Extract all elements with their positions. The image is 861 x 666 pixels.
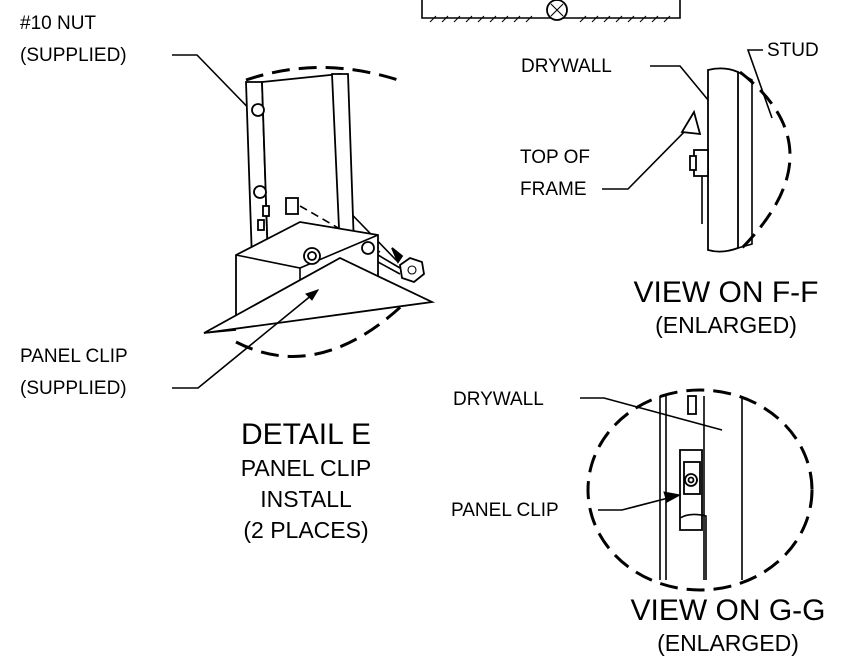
view-ff-subtitle: (ENLARGED) <box>655 312 797 338</box>
top-partial-view <box>421 0 681 23</box>
view-gg-drywall-label: DRYWALL <box>453 389 544 410</box>
view-gg-subtitle: (ENLARGED) <box>657 630 799 656</box>
bracket <box>245 73 381 262</box>
nut-icon <box>377 254 425 284</box>
view-ff-stud-label: STUD <box>767 40 819 61</box>
view-ff-drywall-label: DRYWALL <box>521 56 612 77</box>
view-gg-title: VIEW ON G-G <box>631 594 826 627</box>
nut-callout-line2: (SUPPLIED) <box>20 45 127 66</box>
view-gg: DRYWALL PANEL CLIP VIEW ON G-G (ENLARGED… <box>451 388 826 656</box>
view-gg-panel-clip-label: PANEL CLIP <box>451 500 559 521</box>
panel-clip-leader-line <box>172 289 319 389</box>
view-gg-panel-clip-leader <box>598 495 677 511</box>
detail-e-boundary-arc-bottom <box>235 298 410 358</box>
view-ff-frame-leader <box>602 121 695 190</box>
detail-e-subtitle-line2: INSTALL <box>260 486 352 512</box>
detail-e-title: DETAIL E <box>241 418 371 451</box>
view-gg-drywall-leader <box>580 397 723 431</box>
detail-e-boundary-arc-top <box>245 66 399 82</box>
view-ff: DRYWALL STUD TOP OF FRAME VIEW ON F-F (E… <box>520 40 819 338</box>
view-ff-frame-label-line2: FRAME <box>520 179 587 200</box>
view-ff-frame-label-line1: TOP OF <box>520 147 590 168</box>
panel-clip-callout-line1: PANEL CLIP <box>20 346 128 367</box>
panel-clip <box>203 256 436 334</box>
view-ff-title: VIEW ON F-F <box>634 276 819 309</box>
panel-clip-callout-line2: (SUPPLIED) <box>20 378 127 399</box>
detail-e: #10 NUT (SUPPLIED) <box>20 13 436 543</box>
nut-callout-line1: #10 NUT <box>20 13 96 34</box>
detail-e-subtitle-line1: PANEL CLIP <box>241 455 371 481</box>
view-ff-boundary-arc <box>738 70 792 252</box>
view-gg-boundary-circle <box>586 388 814 592</box>
detail-e-subtitle-line3: (2 PLACES) <box>243 517 368 543</box>
view-ff-drywall-leader <box>650 65 719 113</box>
